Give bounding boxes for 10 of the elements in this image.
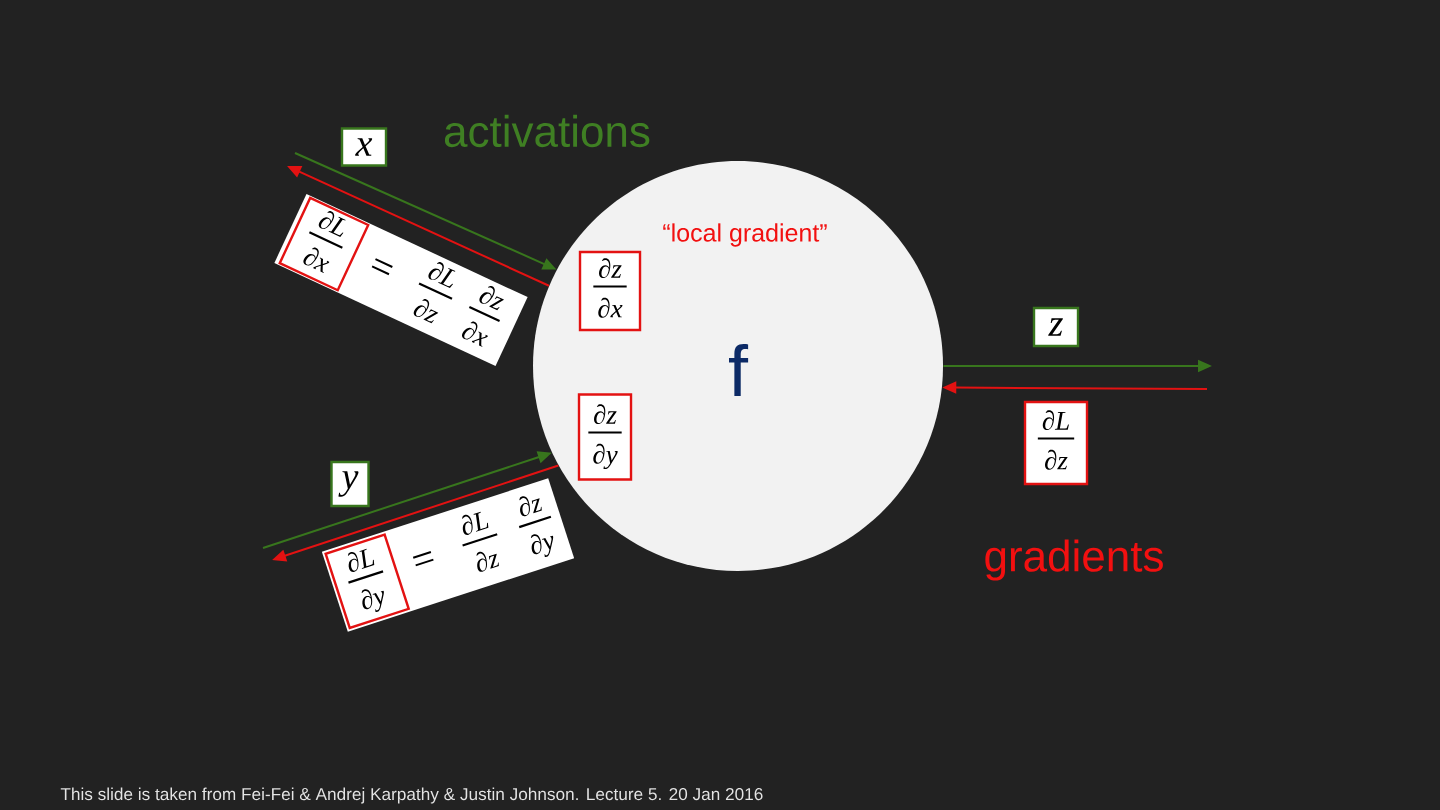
fraction-box: ∂z ∂y bbox=[577, 393, 633, 481]
variable-box: y bbox=[330, 460, 370, 508]
fraction-box: ∂z ∂x bbox=[578, 250, 642, 332]
variable-box: z bbox=[1032, 306, 1080, 348]
fraction-box: ∂L ∂x bbox=[278, 196, 370, 292]
variable-box: x bbox=[340, 127, 388, 167]
annotation-label: gradients bbox=[985, 539, 1163, 581]
annotation-label: activations bbox=[444, 114, 650, 148]
fraction-box: ∂L ∂z bbox=[1023, 400, 1089, 486]
source-note: This slide is taken from Fei-Fei & Andrej Karpathy & Justin Johnson. Lecture 5. 20 Jan 2016 bbox=[60, 787, 763, 804]
